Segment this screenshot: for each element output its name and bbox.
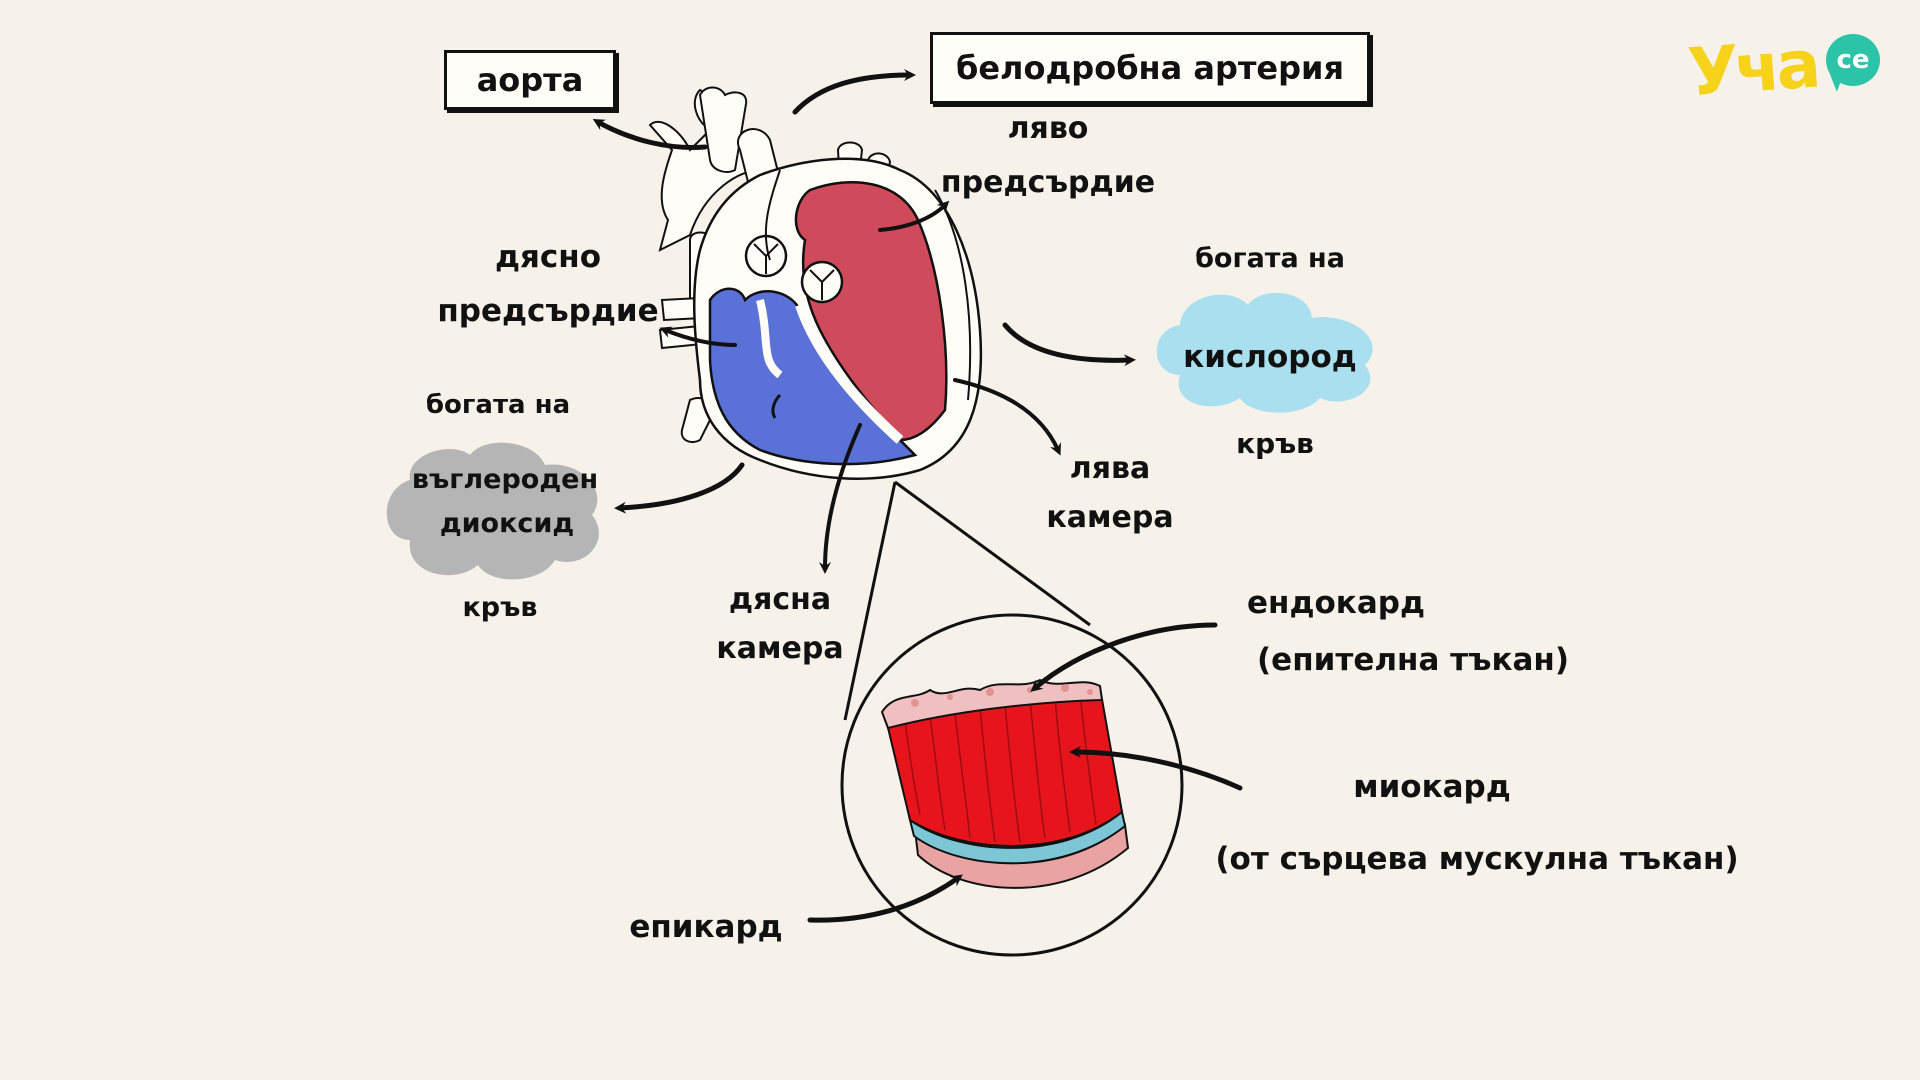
endocard-line2: (епителна тъкан) <box>1257 642 1569 678</box>
arrow-left-ventricle <box>953 378 1062 456</box>
arrow-aorta <box>592 119 708 150</box>
ucha-se-logo[interactable]: Уча се <box>1685 26 1888 111</box>
arrow-myocard <box>1069 746 1243 791</box>
arrow-oxygen <box>1002 322 1136 367</box>
tissue-magnifier <box>840 613 1184 957</box>
arrow-pulmonary <box>792 69 916 115</box>
arrow-co2 <box>614 462 745 514</box>
arrow-left-atrium <box>878 200 950 232</box>
arrow-right-ventricle <box>819 423 862 574</box>
tissue-arrows <box>807 622 1243 923</box>
epicard-label: епикард <box>629 909 783 945</box>
blood-label-right: кръв <box>1236 427 1314 460</box>
zoom-lines <box>843 480 1091 721</box>
left-atrium-line2: предсърдие <box>940 165 1156 200</box>
aorta-label: аорта <box>444 50 616 110</box>
right-ventricle-line1: дясна <box>728 582 832 617</box>
left-ventricle-line2: камера <box>1046 500 1174 535</box>
arrow-right-atrium <box>659 326 737 347</box>
pulmonary-artery-text: белодробна артерия <box>955 49 1344 87</box>
co2-line1: въглероден <box>411 464 599 495</box>
rich-in-label-right: богата на <box>1195 243 1345 274</box>
left-atrium-line1: ляво <box>1007 111 1089 146</box>
arrow-epicard <box>807 874 963 923</box>
right-atrium-line2: предсърдие <box>437 293 659 329</box>
co2-line2: диоксид <box>439 508 575 539</box>
logo-bubble: се <box>1826 34 1880 86</box>
arrows <box>592 69 1136 574</box>
blood-label-left: кръв <box>462 592 538 623</box>
endocard-line1: ендокард <box>1247 585 1425 621</box>
arrow-endocard <box>1030 622 1218 692</box>
myocard-line2: (от сърцева мускулна тъкан) <box>1215 841 1739 877</box>
right-ventricle-line2: камера <box>716 631 844 666</box>
pulmonary-artery-label: белодробна артерия <box>930 32 1370 104</box>
aorta-text: аорта <box>476 61 584 99</box>
rich-in-label-left: богата на <box>425 390 571 420</box>
logo-text: Уча <box>1685 25 1820 112</box>
left-ventricle-line1: лява <box>1069 451 1151 486</box>
oxygen-label: кислород <box>1183 339 1357 375</box>
co2-cloud <box>386 442 599 580</box>
heart-illustration <box>648 86 983 480</box>
right-atrium-line1: дясно <box>494 239 602 275</box>
oxygen-cloud <box>1156 292 1373 413</box>
myocard-line1: миокард <box>1353 769 1511 805</box>
logo-bubble-text: се <box>1836 45 1870 75</box>
